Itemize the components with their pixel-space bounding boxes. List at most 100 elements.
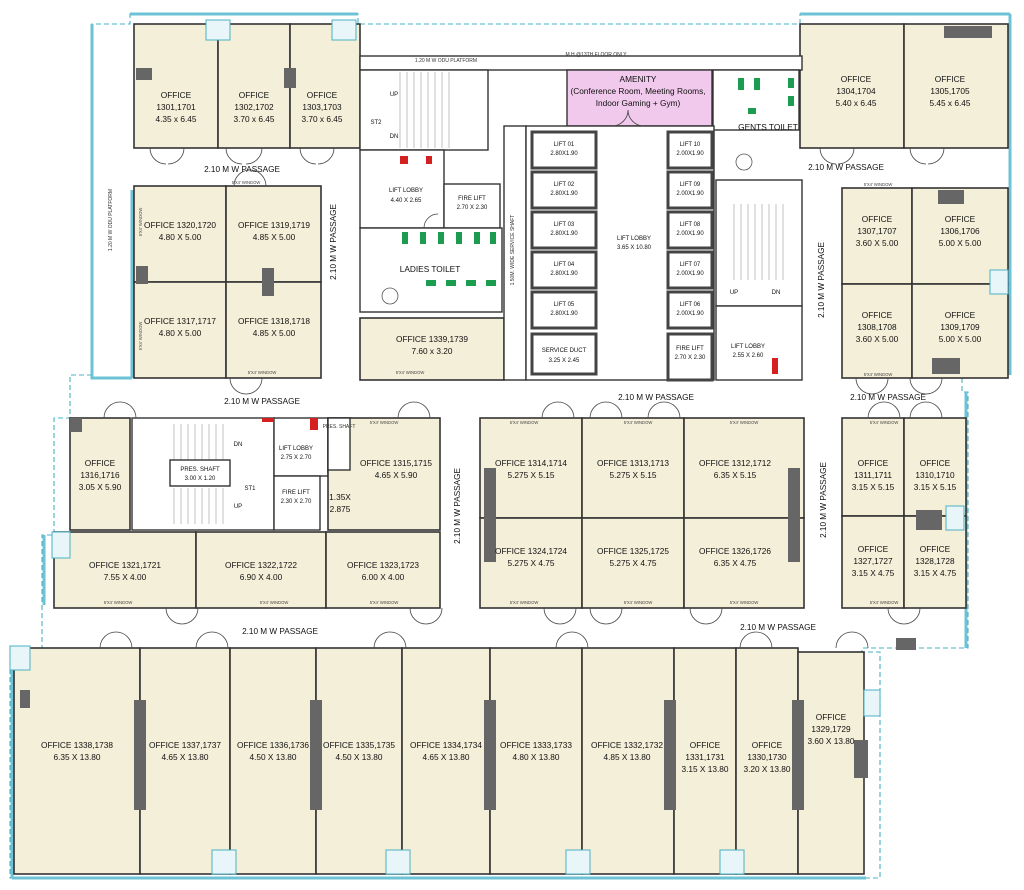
svg-text:2.10 M W PASSAGE: 2.10 M W PASSAGE [850, 393, 926, 402]
office-1309-size: 5.00 X 5.00 [939, 334, 982, 344]
office-1314-size: 5.275 X 5.15 [507, 470, 554, 480]
office-1336 [229, 647, 317, 875]
lift-left-car-3 [530, 250, 598, 290]
lift-left-name-0: LIFT 01 [554, 142, 575, 148]
office-1324-title: OFFICE 1324,1724 [495, 546, 567, 556]
office-1309-units: 1309,1709 [940, 322, 980, 332]
ac-units [9, 19, 1009, 875]
lift-left-size-2: 2.80X1.90 [550, 231, 578, 237]
service-duct [530, 332, 598, 376]
office-1319-title: OFFICE 1319,1719 [238, 220, 310, 230]
lift-right-size-1: 2.00X1.90 [676, 191, 704, 197]
office-1312-size: 6.35 X 5.15 [714, 470, 757, 480]
office-1323 [325, 531, 441, 609]
lift-right-name-4: LIFT 06 [680, 302, 701, 308]
office-1308-units: 1308,1708 [857, 322, 897, 332]
office-1334-title: OFFICE 1334,1734 [410, 740, 482, 750]
office-1312 [683, 417, 805, 519]
office-1325 [581, 517, 685, 609]
svg-text:UP: UP [234, 504, 242, 510]
office-1337-title: OFFICE 1337,1737 [149, 740, 221, 750]
office-1331-title: OFFICE [690, 740, 721, 750]
office-1323-title: OFFICE 1323,1723 [347, 560, 419, 570]
svg-text:DN: DN [772, 290, 781, 296]
structural-columns [20, 26, 992, 810]
svg-text:1.20 M W ODU PLATFORM: 1.20 M W ODU PLATFORM [108, 189, 114, 251]
lift-right-name-3: LIFT 07 [680, 262, 701, 268]
office-1312-title: OFFICE 1312,1712 [699, 458, 771, 468]
office-1339 [359, 317, 505, 381]
svg-text:UP: UP [390, 92, 398, 98]
lift-left-car-2 [530, 210, 598, 250]
toilet-fixtures [381, 78, 794, 305]
svg-text:5'X4' WINDOW: 5'X4' WINDOW [232, 180, 261, 185]
office-1313-title: OFFICE 1313,1713 [597, 458, 669, 468]
svg-text:2.30 X 2.70: 2.30 X 2.70 [281, 499, 312, 505]
svg-text:DN: DN [390, 134, 399, 140]
office-1307-size: 3.60 X 5.00 [856, 238, 899, 248]
svg-text:5'X4' WINDOW: 5'X4' WINDOW [510, 420, 539, 425]
office-1331-units: 1331,1731 [685, 752, 725, 762]
svg-text:3.65 X 10.80: 3.65 X 10.80 [617, 245, 652, 251]
lift-right-car-4 [666, 290, 714, 330]
office-1306-size: 5.00 X 5.00 [939, 238, 982, 248]
office-1338-title: OFFICE 1338,1738 [41, 740, 113, 750]
lift-right-car-2 [666, 210, 714, 250]
office-1330 [735, 647, 799, 875]
pres-shaft-small-box [327, 417, 351, 471]
svg-text:PRES. SHAFT: PRES. SHAFT [180, 467, 220, 473]
office-1301-units: 1301,1701 [156, 102, 196, 112]
office-1328-title: OFFICE [920, 544, 951, 554]
office-1335-title: OFFICE 1335,1735 [323, 740, 395, 750]
office-1310-title: OFFICE [920, 458, 951, 468]
office-1315-title: OFFICE 1315,1715 [360, 458, 432, 468]
svg-text:GENTS TOILET: GENTS TOILET [738, 122, 798, 132]
lift-left-size-1: 2.80X1.90 [550, 191, 578, 197]
office-1329-units: 1329,1729 [811, 724, 851, 734]
lift-right-car-3 [666, 250, 714, 290]
svg-text:PRES. SHAFT: PRES. SHAFT [323, 424, 356, 430]
office-1327 [841, 515, 905, 609]
svg-text:2.55 X 2.60: 2.55 X 2.60 [733, 353, 764, 359]
office-1322-title: OFFICE 1322,1722 [225, 560, 297, 570]
office-1335 [315, 647, 403, 875]
office-1323-size: 6.00 X 4.00 [362, 572, 405, 582]
lift-right-car-0 [666, 130, 714, 170]
svg-text:5'X4' WINDOW: 5'X4' WINDOW [730, 600, 759, 605]
svg-text:LADIES TOILET: LADIES TOILET [400, 264, 461, 274]
svg-text:2.10 M W PASSAGE: 2.10 M W PASSAGE [819, 462, 828, 538]
odu-platform-edge [90, 24, 132, 380]
svg-text:LIFT LOBBY: LIFT LOBBY [279, 446, 313, 452]
office-1302-size: 3.70 x 6.45 [233, 114, 274, 124]
core-labels: 1.20 M W ODU PLATFORM M.H.@13TH FLOOR ON… [108, 52, 798, 514]
office-1325-title: OFFICE 1325,1725 [597, 546, 669, 556]
svg-text:2.10 M W PASSAGE: 2.10 M W PASSAGE [329, 204, 338, 280]
svg-text:5'X4' WINDOW: 5'X4' WINDOW [248, 370, 277, 375]
svg-text:2.70 X 2.30: 2.70 X 2.30 [457, 205, 488, 211]
office-1329 [797, 651, 865, 875]
office-1302-units: 1302,1702 [234, 102, 274, 112]
office-1308-title: OFFICE [862, 310, 893, 320]
pres-shaft [169, 459, 231, 487]
office-1310-size: 3.15 X 5.15 [914, 482, 957, 492]
lift-left-size-0: 2.80X1.90 [550, 151, 578, 157]
office-1334-size: 4.65 X 13.80 [422, 752, 469, 762]
office-1329-title: OFFICE [816, 712, 847, 722]
svg-text:Indoor Gaming + Gym): Indoor Gaming + Gym) [596, 98, 681, 108]
office-1305-units: 1305,1705 [930, 86, 970, 96]
lift-right-name-0: LIFT 10 [680, 142, 701, 148]
office-1322-size: 6.90 X 4.00 [240, 572, 283, 582]
office-1329-size: 3.60 X 13.80 [807, 736, 854, 746]
svg-text:5'X4' WINDOW: 5'X4' WINDOW [104, 600, 133, 605]
office-1327-title: OFFICE [858, 544, 889, 554]
office-1305 [903, 23, 1009, 149]
svg-text:ST1: ST1 [244, 486, 256, 492]
svg-text:FIRE LIFT: FIRE LIFT [458, 196, 486, 202]
office-1304-size: 5.40 x 6.45 [835, 98, 876, 108]
lift-right-name-1: LIFT 09 [680, 182, 701, 188]
svg-text:2.875: 2.875 [330, 504, 351, 514]
office-1310-units: 1310,1710 [915, 470, 955, 480]
office-1303-size: 3.70 x 6.45 [301, 114, 342, 124]
office-1326 [683, 517, 805, 609]
